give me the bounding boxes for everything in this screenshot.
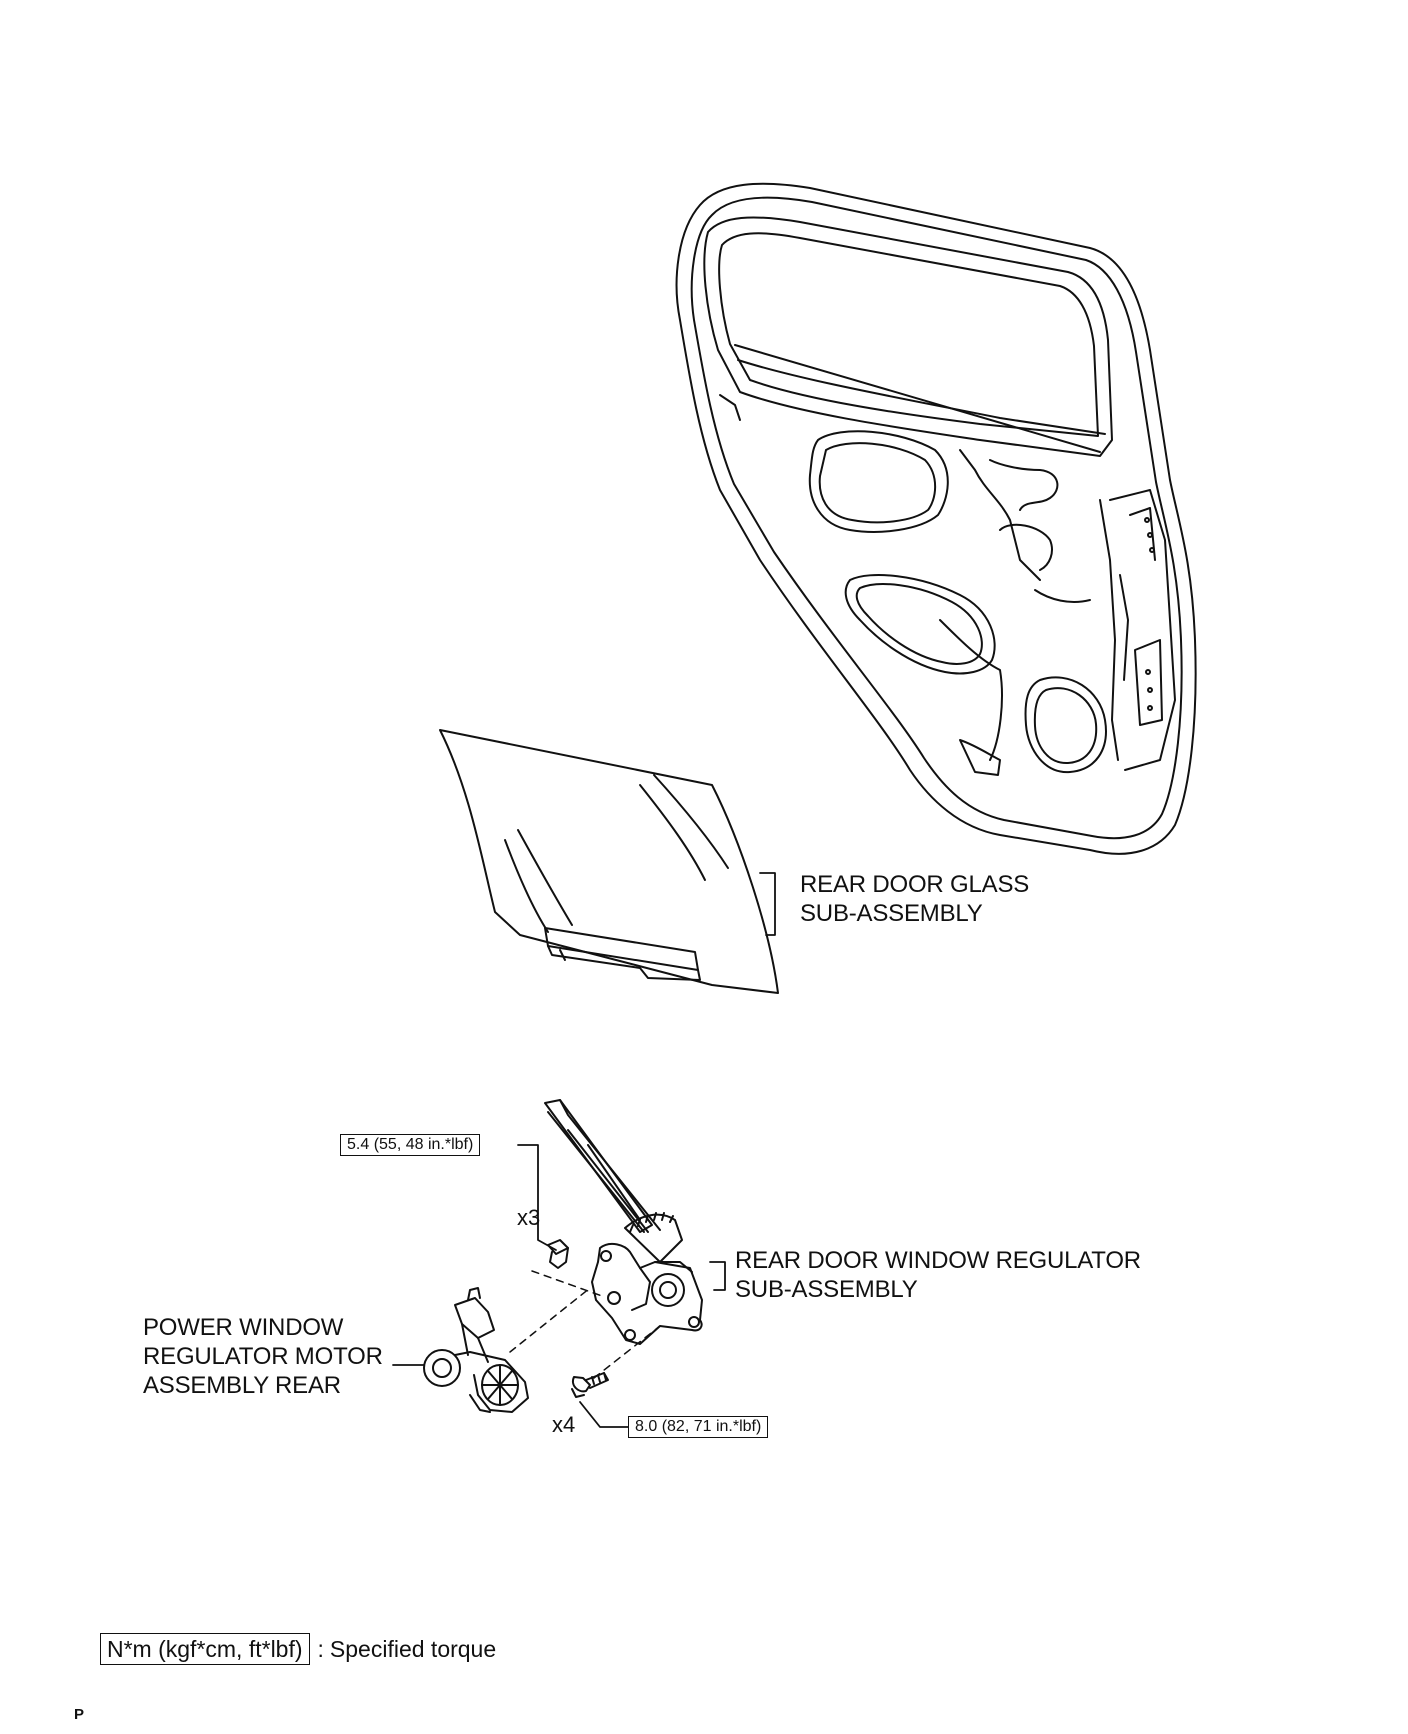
- regulator-motor-label-line3: ASSEMBLY REAR: [143, 1372, 341, 1399]
- window-regulator: [544, 1099, 703, 1345]
- rear-door-glass-label: REAR DOOR GLASS SUB-ASSEMBLY: [800, 870, 1029, 928]
- torque-legend: N*m (kgf*cm, ft*lbf) : Specified torque: [100, 1633, 496, 1665]
- legend-description: Specified torque: [329, 1635, 497, 1662]
- torque-box-upper: 5.4 (55, 48 in.*lbf): [340, 1134, 481, 1156]
- regulator-motor-label-line2: REGULATOR MOTOR: [143, 1343, 383, 1370]
- leader-lines: [392, 872, 776, 1428]
- window-regulator-label-line2: SUB-ASSEMBLY: [735, 1276, 918, 1303]
- window-regulator-label-line1: REAR DOOR WINDOW REGULATOR: [735, 1247, 1141, 1274]
- quantity-lower: x4: [552, 1412, 576, 1437]
- rear-door-glass: [439, 729, 779, 994]
- rear-door-glass-label-line1: REAR DOOR GLASS: [800, 871, 1030, 898]
- installation-guides: [509, 1270, 661, 1379]
- rear-door-glass-label-line2: SUB-ASSEMBLY: [800, 900, 983, 927]
- legend-separator: :: [317, 1635, 324, 1662]
- bolt-upper: [547, 1239, 569, 1269]
- rear-door-panel: [675, 182, 1197, 855]
- legend-unit-box: N*m (kgf*cm, ft*lbf): [100, 1633, 310, 1665]
- regulator-motor-label: POWER WINDOW REGULATOR MOTOR ASSEMBLY RE…: [143, 1313, 383, 1400]
- footer-code: P: [74, 1706, 85, 1723]
- regulator-motor: [423, 1287, 529, 1413]
- quantity-upper: x3: [517, 1205, 541, 1230]
- bolt-lower: [571, 1372, 609, 1398]
- window-regulator-label: REAR DOOR WINDOW REGULATOR SUB-ASSEMBLY: [735, 1246, 1141, 1304]
- regulator-motor-label-line1: POWER WINDOW: [143, 1314, 344, 1341]
- torque-box-lower: 8.0 (82, 71 in.*lbf): [628, 1416, 769, 1438]
